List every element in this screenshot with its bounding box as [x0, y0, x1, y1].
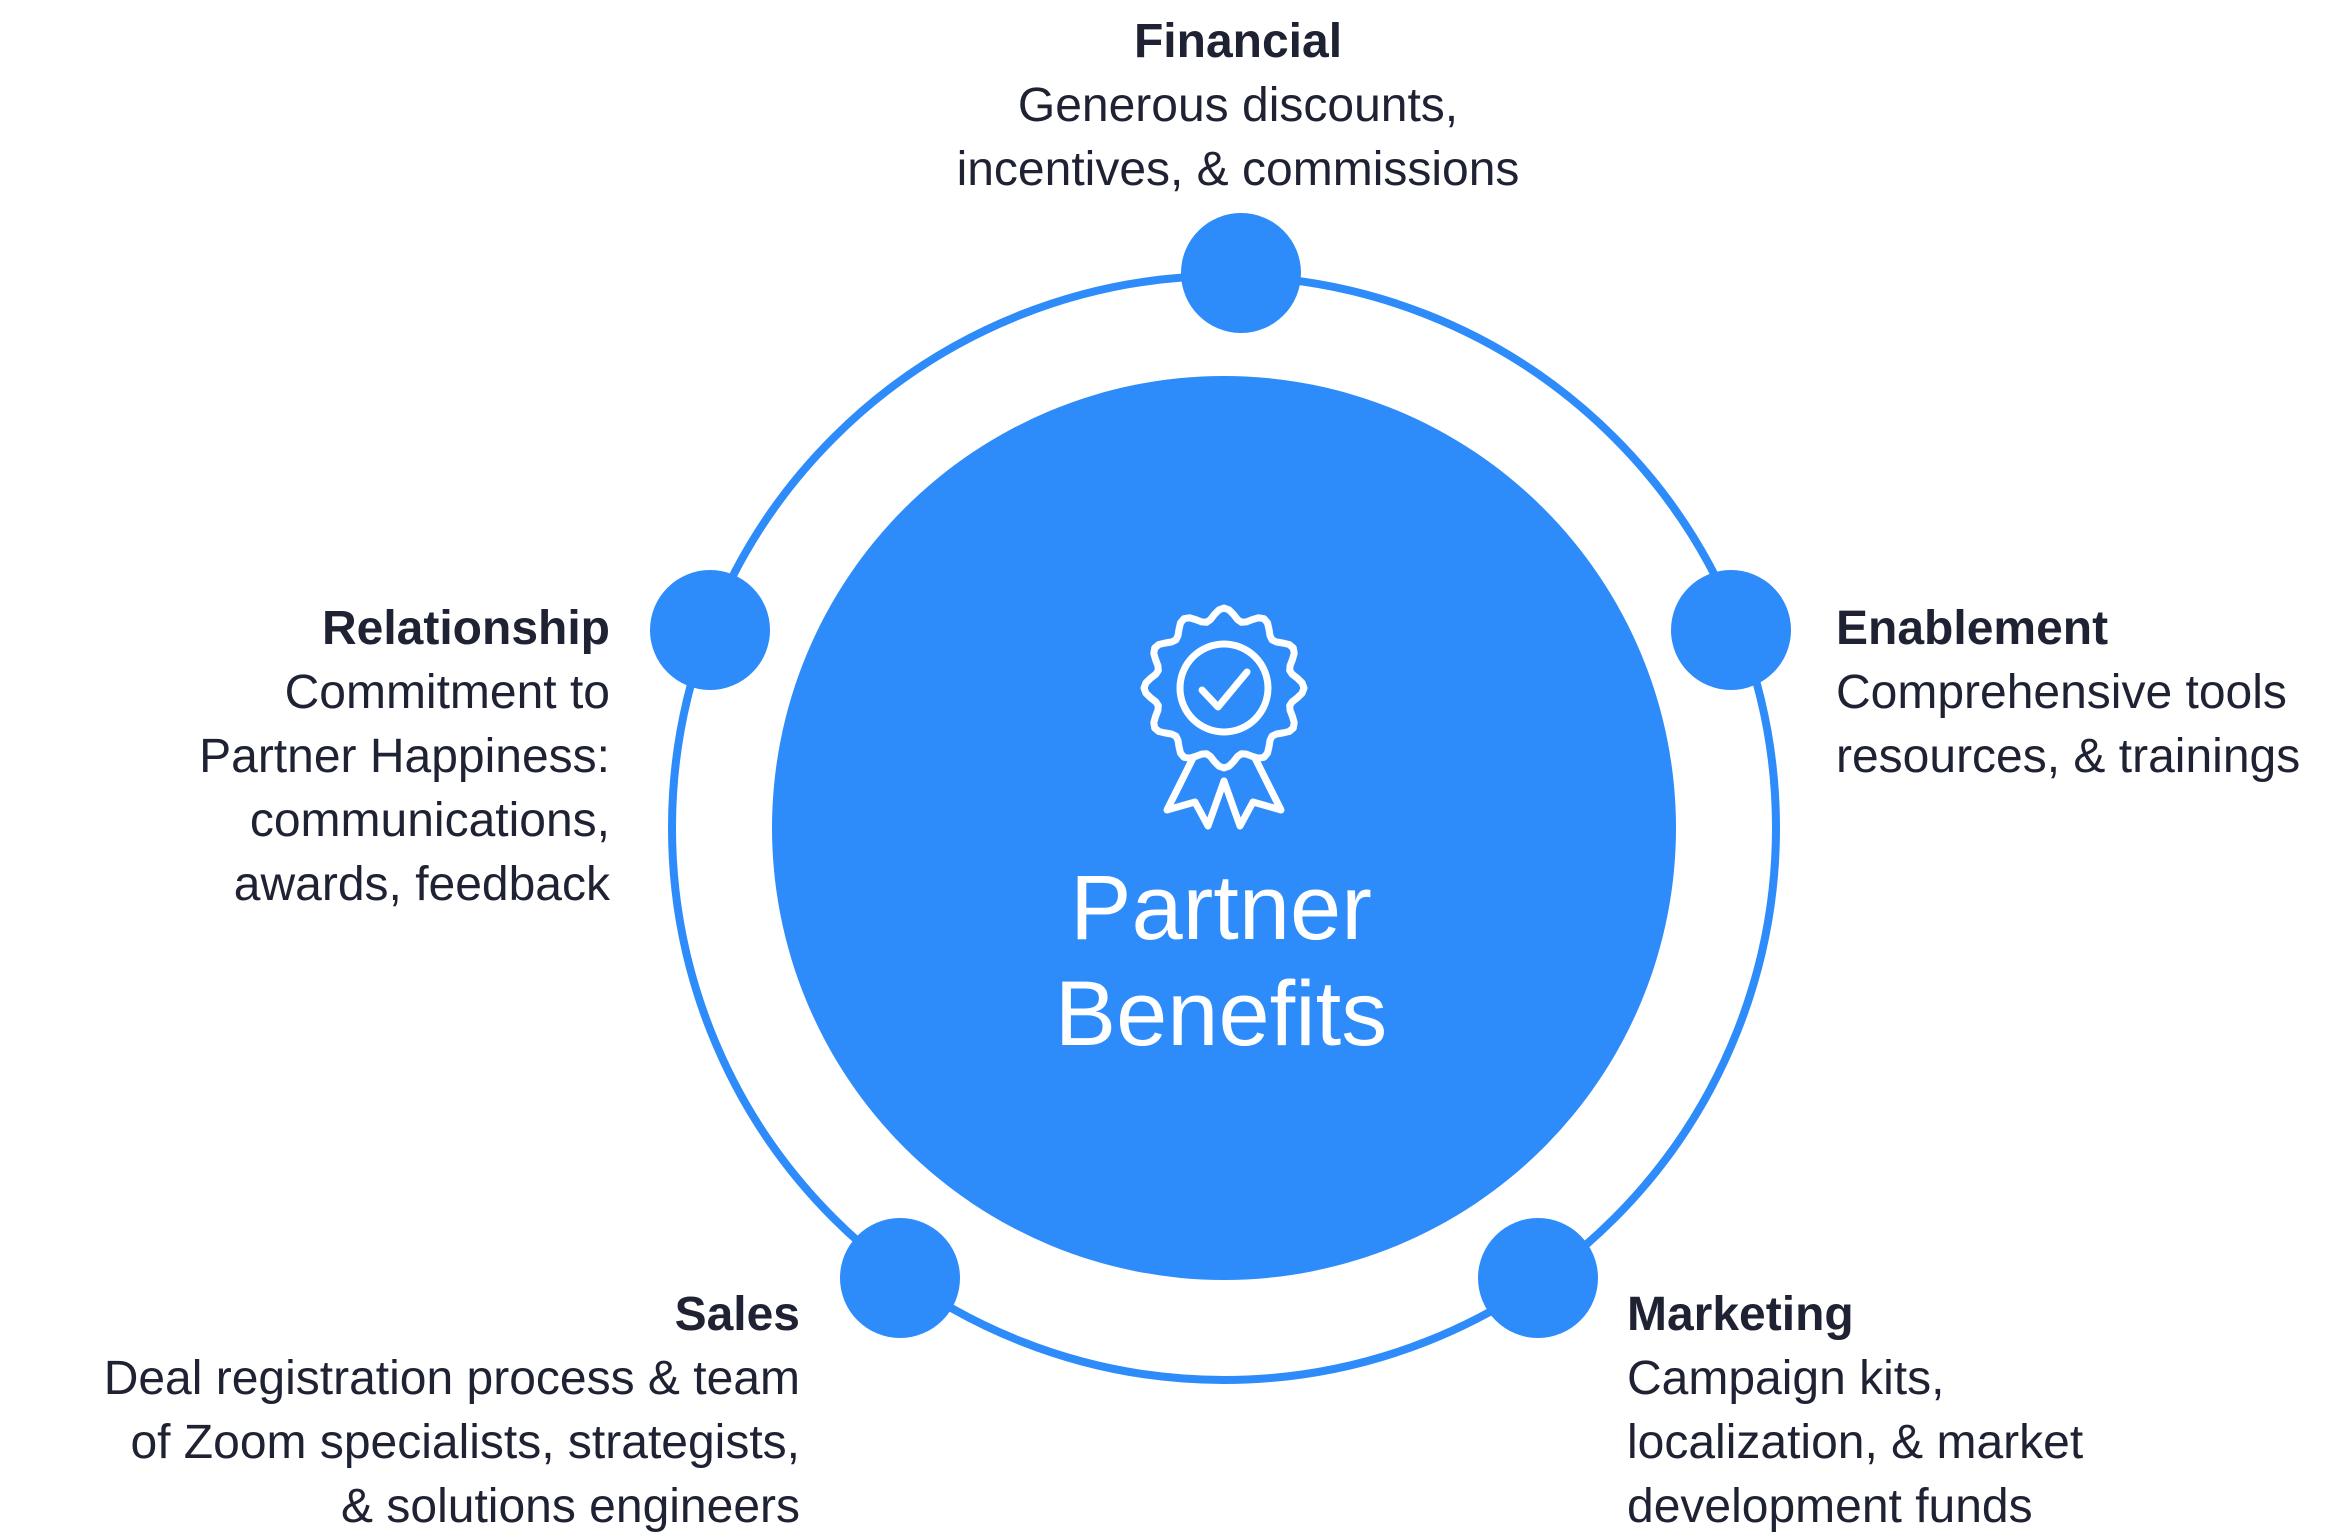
award-badge-icon	[1140, 604, 1308, 830]
node-description-line: of Zoom specialists, strategists,	[130, 1416, 800, 1469]
node-dot-marketing	[1478, 1218, 1598, 1338]
node-dot-sales	[840, 1218, 960, 1338]
node-description-line: resources, & trainings	[1836, 730, 2301, 783]
node-dot-relationship	[650, 570, 770, 690]
node-label-enablement: Enablement Comprehensive tools resources…	[1836, 597, 2336, 789]
node-label-relationship: Relationship Commitment to Partner Happi…	[110, 597, 610, 917]
node-dot-financial	[1181, 213, 1301, 333]
node-description-line: development funds	[1627, 1480, 2033, 1533]
center-label-line: Partner	[1070, 857, 1372, 959]
node-title: Relationship	[321, 602, 610, 655]
node-description-line: Campaign kits,	[1627, 1352, 1945, 1405]
node-description-line: incentives, & commissions	[956, 143, 1520, 196]
node-description-line: Comprehensive tools	[1836, 666, 2287, 719]
center-circle	[772, 376, 1676, 1280]
center-label: Partner Benefits	[971, 855, 1471, 1067]
node-label-sales: Sales Deal registration process & team o…	[20, 1283, 800, 1539]
node-label-financial: Financial Generous discounts, incentives…	[838, 10, 1638, 202]
node-title: Marketing	[1627, 1288, 1854, 1341]
center-label-line: Benefits	[1054, 963, 1388, 1065]
node-title: Sales	[674, 1288, 800, 1341]
node-description-line: Commitment to	[284, 666, 610, 719]
node-description-line: communications,	[249, 794, 610, 847]
node-description-line: awards, feedback	[233, 858, 610, 911]
node-description-line: localization, & market	[1627, 1416, 2084, 1469]
node-description-line: Partner Happiness:	[199, 730, 610, 783]
node-description-line: & solutions engineers	[341, 1480, 800, 1533]
node-description-line: Deal registration process & team	[103, 1352, 800, 1405]
node-description-line: Generous discounts,	[1017, 79, 1459, 132]
node-dot-enablement	[1671, 570, 1791, 690]
node-label-marketing: Marketing Campaign kits, localization, &…	[1627, 1283, 2327, 1539]
node-title: Enablement	[1836, 602, 2109, 655]
node-title: Financial	[1133, 15, 1343, 68]
